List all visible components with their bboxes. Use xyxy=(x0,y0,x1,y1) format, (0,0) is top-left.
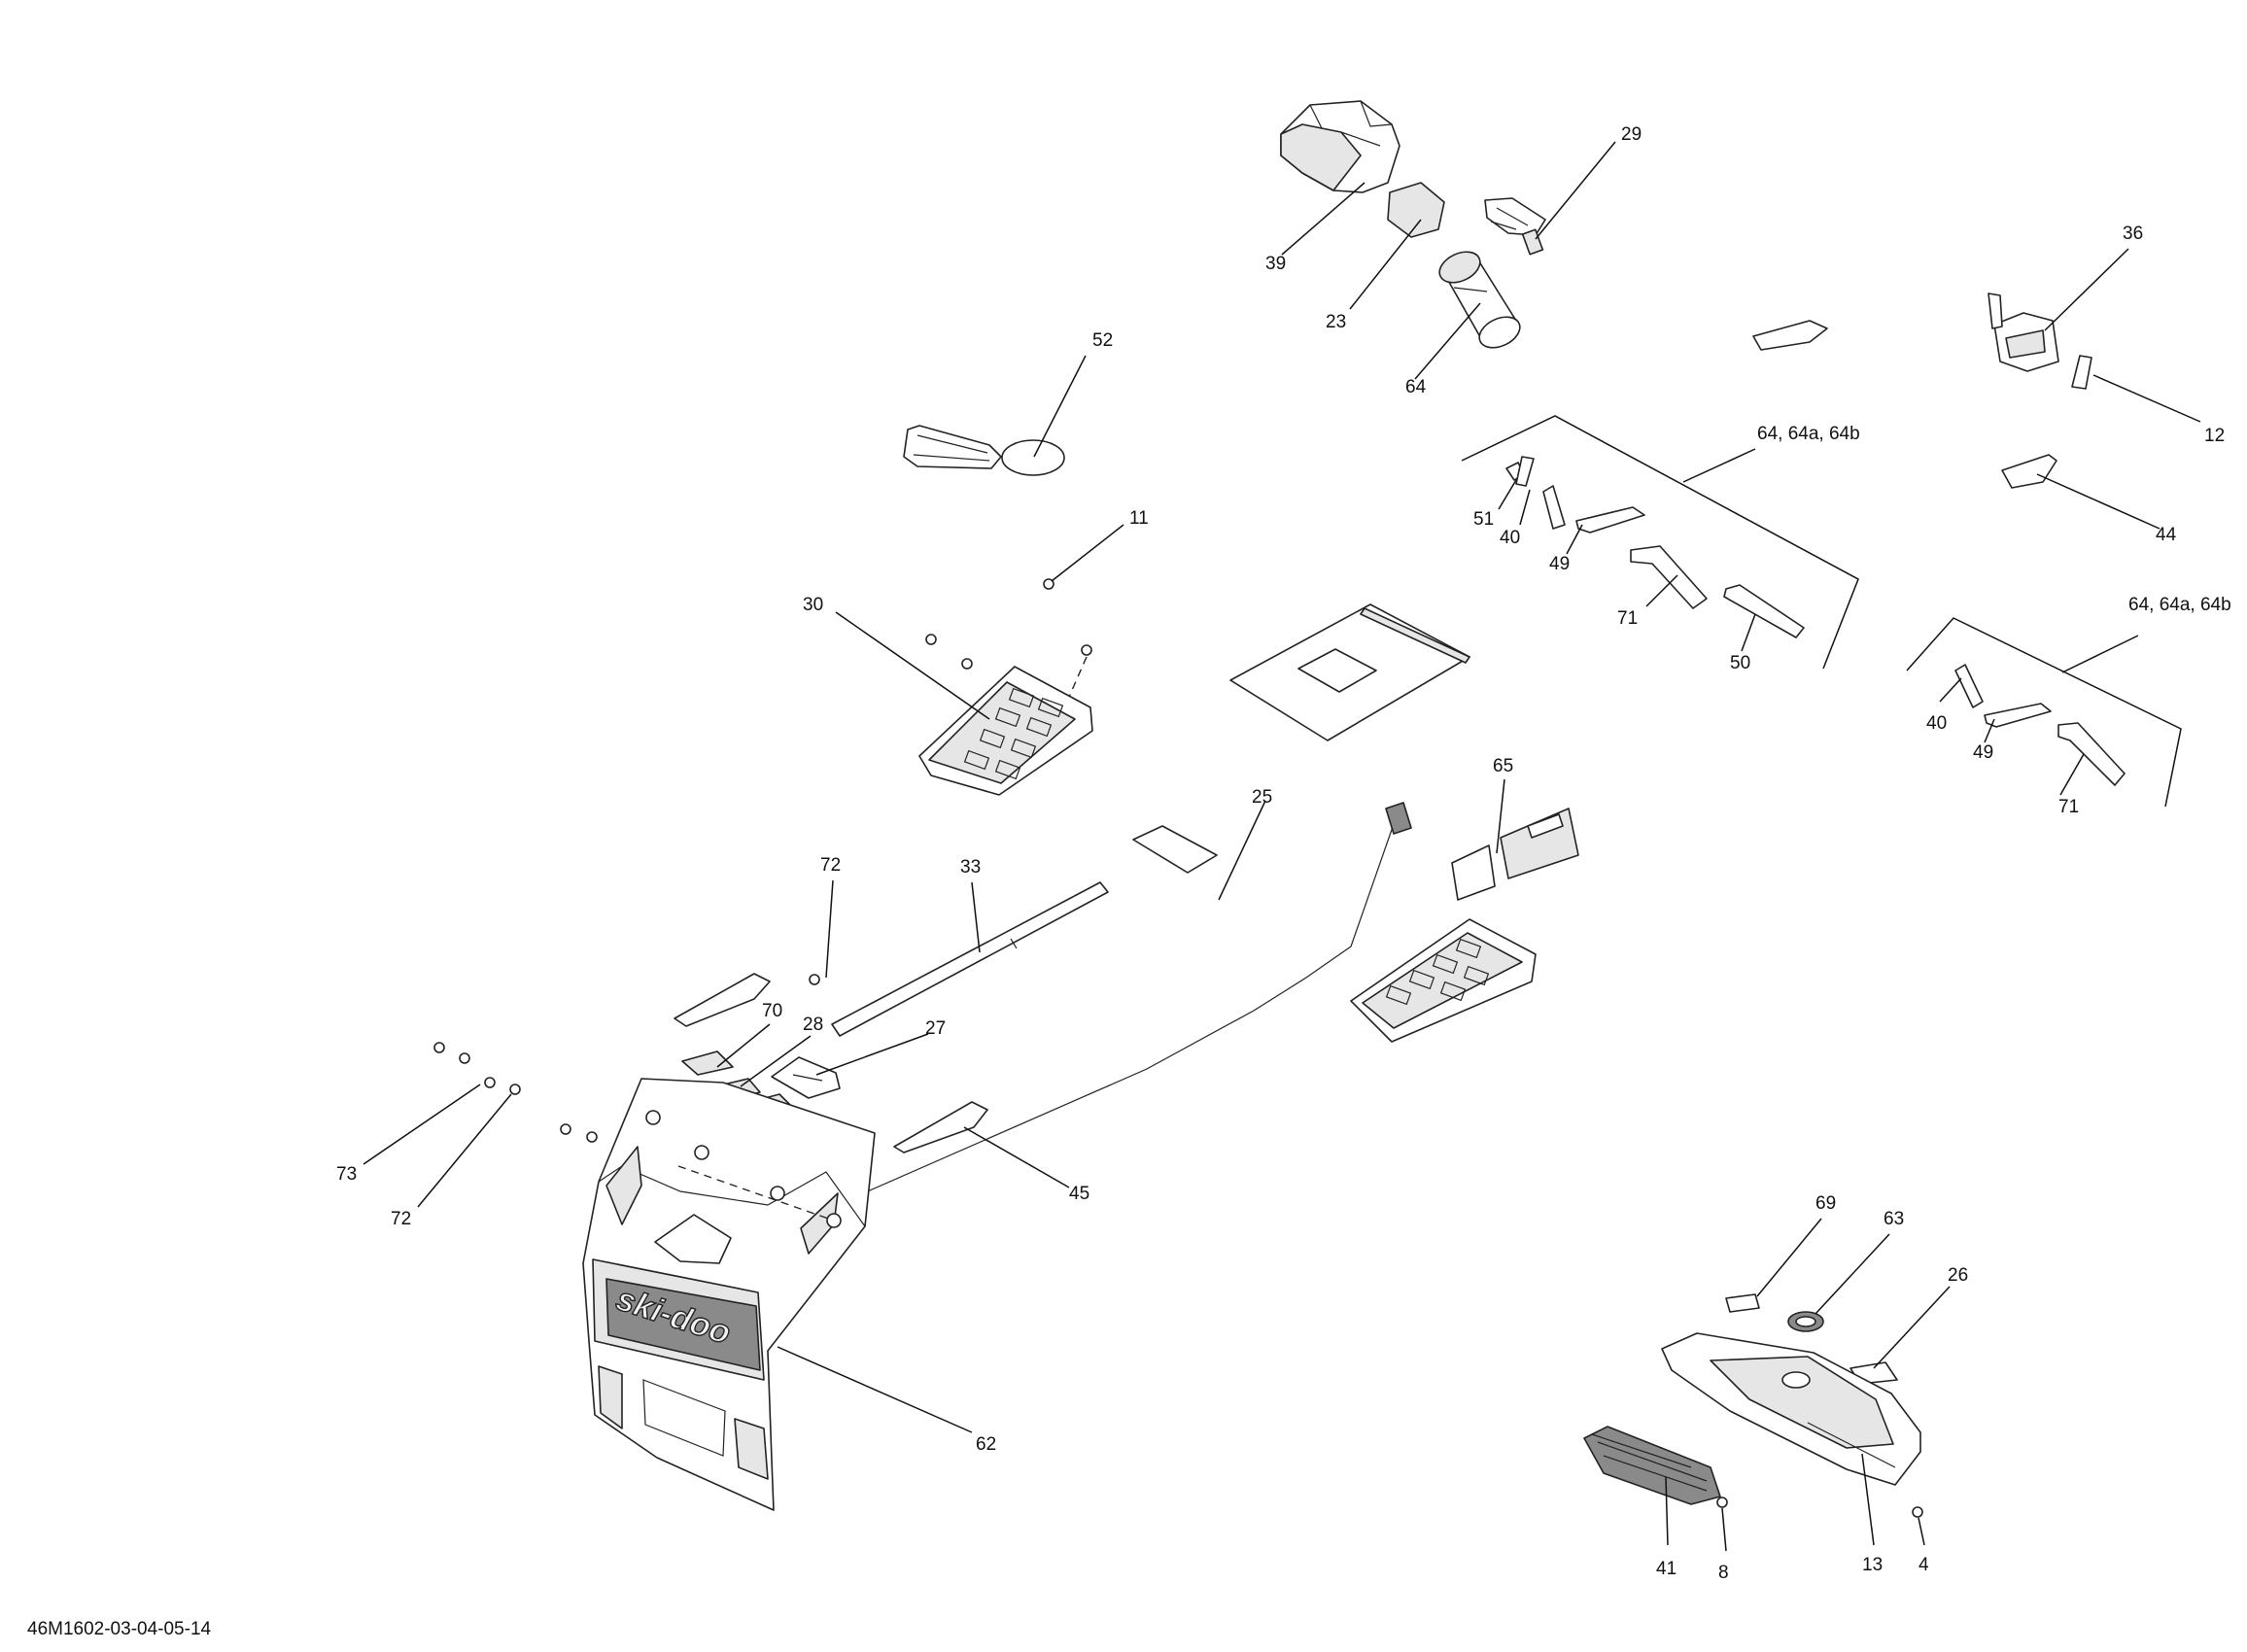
callout-36: 36 xyxy=(2123,224,2143,244)
part-29-clip xyxy=(1484,197,1546,256)
part-39-cover xyxy=(1280,100,1400,193)
callout-12: 12 xyxy=(2204,426,2225,446)
part-62-fascia: ski-doo xyxy=(582,1078,876,1511)
footrest-right xyxy=(1350,918,1537,1043)
part-72-washer xyxy=(809,974,820,985)
callout-45: 45 xyxy=(1069,1184,1089,1204)
callout-labels: 39 23 29 64 36 12 52 64, 64a, 64b 44 51 … xyxy=(336,124,2231,1583)
owner-manual xyxy=(1229,603,1470,741)
callout-72-lower: 72 xyxy=(391,1209,411,1229)
callout-65: 65 xyxy=(1493,756,1513,776)
part-69-decal xyxy=(1725,1293,1760,1313)
callout-63: 63 xyxy=(1884,1209,1904,1229)
part-63-emblem xyxy=(1787,1311,1824,1332)
callout-44: 44 xyxy=(2156,525,2177,545)
part-27-bracket xyxy=(771,1056,841,1099)
mount-kit-group-1 xyxy=(1461,415,1859,670)
part-36-latch xyxy=(1988,293,2059,372)
callout-70: 70 xyxy=(762,1001,782,1021)
decal-unlabeled-top xyxy=(1752,320,1828,351)
callout-8: 8 xyxy=(1718,1563,1729,1583)
part-41-grille xyxy=(1583,1426,1721,1505)
callout-64-64a-64b-group2: 64, 64a, 64b xyxy=(2128,595,2231,615)
callout-29: 29 xyxy=(1621,124,1642,145)
part-44-decal xyxy=(2001,454,2057,489)
callout-11: 11 xyxy=(1129,508,1149,529)
callout-27: 27 xyxy=(925,1018,946,1039)
decal-unlabeled-left xyxy=(674,973,771,1027)
callout-26: 26 xyxy=(1948,1265,1968,1286)
callout-71-group1: 71 xyxy=(1617,608,1638,629)
part-8-screw xyxy=(1716,1497,1728,1508)
part-64-roll xyxy=(1438,251,1521,349)
callout-13: 13 xyxy=(1862,1555,1883,1575)
callout-39: 39 xyxy=(1265,254,1286,274)
figure-code: 46M1602-03-04-05-14 xyxy=(27,1619,212,1639)
callout-69: 69 xyxy=(1815,1193,1836,1214)
part-70-decal xyxy=(681,1050,734,1076)
callout-50: 50 xyxy=(1730,653,1750,673)
mount-kit-group-2 xyxy=(1906,617,2182,808)
callout-64-64a-64b-group1: 64, 64a, 64b xyxy=(1757,424,1860,444)
part-4-screw xyxy=(1912,1506,1923,1518)
callout-72-upper: 72 xyxy=(820,855,841,876)
callout-49-group2: 49 xyxy=(1973,742,1993,763)
callout-49-group1: 49 xyxy=(1549,554,1570,574)
part-13-bumper xyxy=(1661,1332,1921,1486)
part-30-footrest xyxy=(918,666,1093,796)
callout-40-group2: 40 xyxy=(1926,713,1947,734)
callout-71-group2: 71 xyxy=(2058,797,2079,817)
callout-41: 41 xyxy=(1656,1559,1677,1579)
callout-40-group1: 40 xyxy=(1500,528,1520,548)
callout-30: 30 xyxy=(803,595,823,615)
callout-73: 73 xyxy=(336,1164,357,1185)
callout-51: 51 xyxy=(1473,509,1494,530)
part-45-decal xyxy=(893,1101,988,1153)
callout-62: 62 xyxy=(976,1434,996,1455)
part-65-decals xyxy=(1451,808,1579,901)
part-25-harness xyxy=(802,802,1412,1225)
callout-64: 64 xyxy=(1405,377,1427,397)
callout-25: 25 xyxy=(1252,787,1272,808)
decal-unlabeled-center xyxy=(1132,825,1218,874)
callout-4: 4 xyxy=(1919,1555,1929,1575)
part-33-bar xyxy=(831,881,1109,1037)
part-12-clip xyxy=(2071,355,2092,390)
callout-28: 28 xyxy=(803,1015,823,1035)
callout-23: 23 xyxy=(1326,312,1346,332)
leader-lines xyxy=(363,141,2201,1552)
part-23-label xyxy=(1387,182,1445,238)
part-52-mirror xyxy=(903,425,1065,476)
left-hardware xyxy=(433,1042,598,1143)
callout-52: 52 xyxy=(1092,330,1113,351)
callout-33: 33 xyxy=(960,857,981,878)
